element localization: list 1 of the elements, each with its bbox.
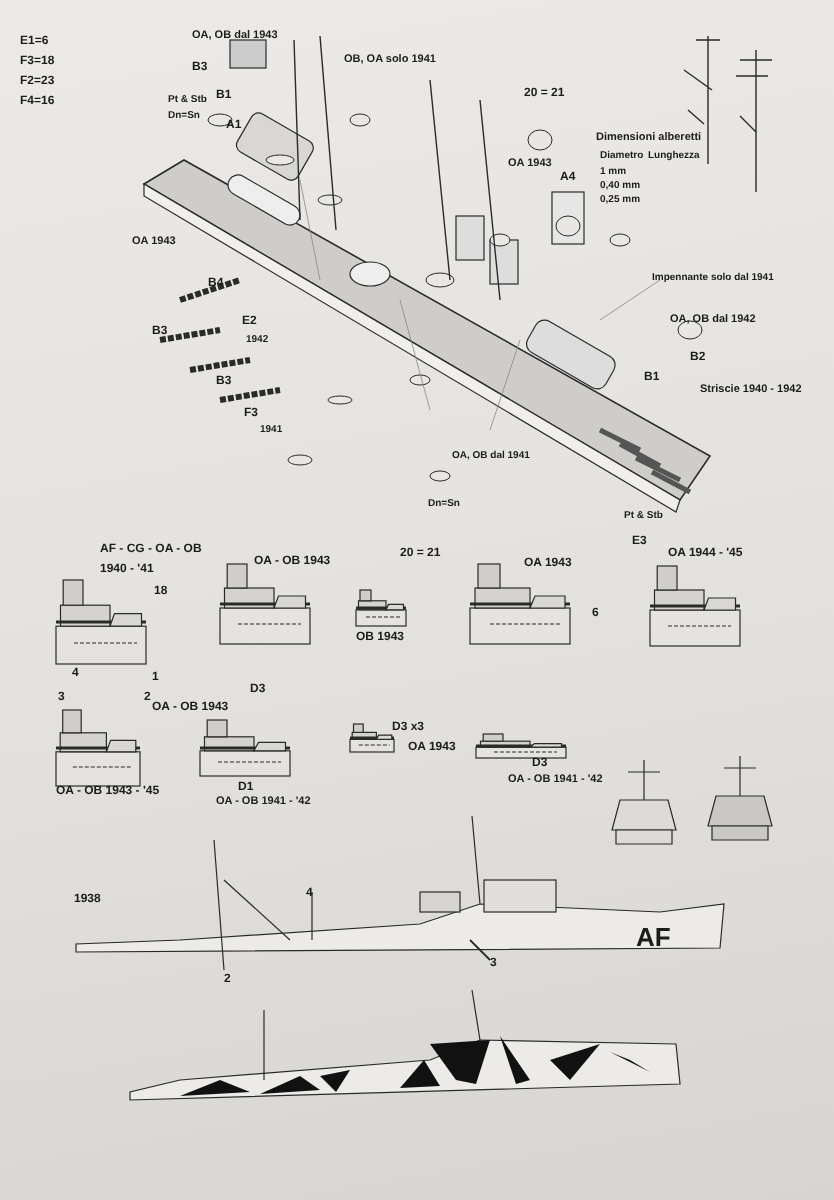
hull-marking: AF	[636, 924, 671, 950]
